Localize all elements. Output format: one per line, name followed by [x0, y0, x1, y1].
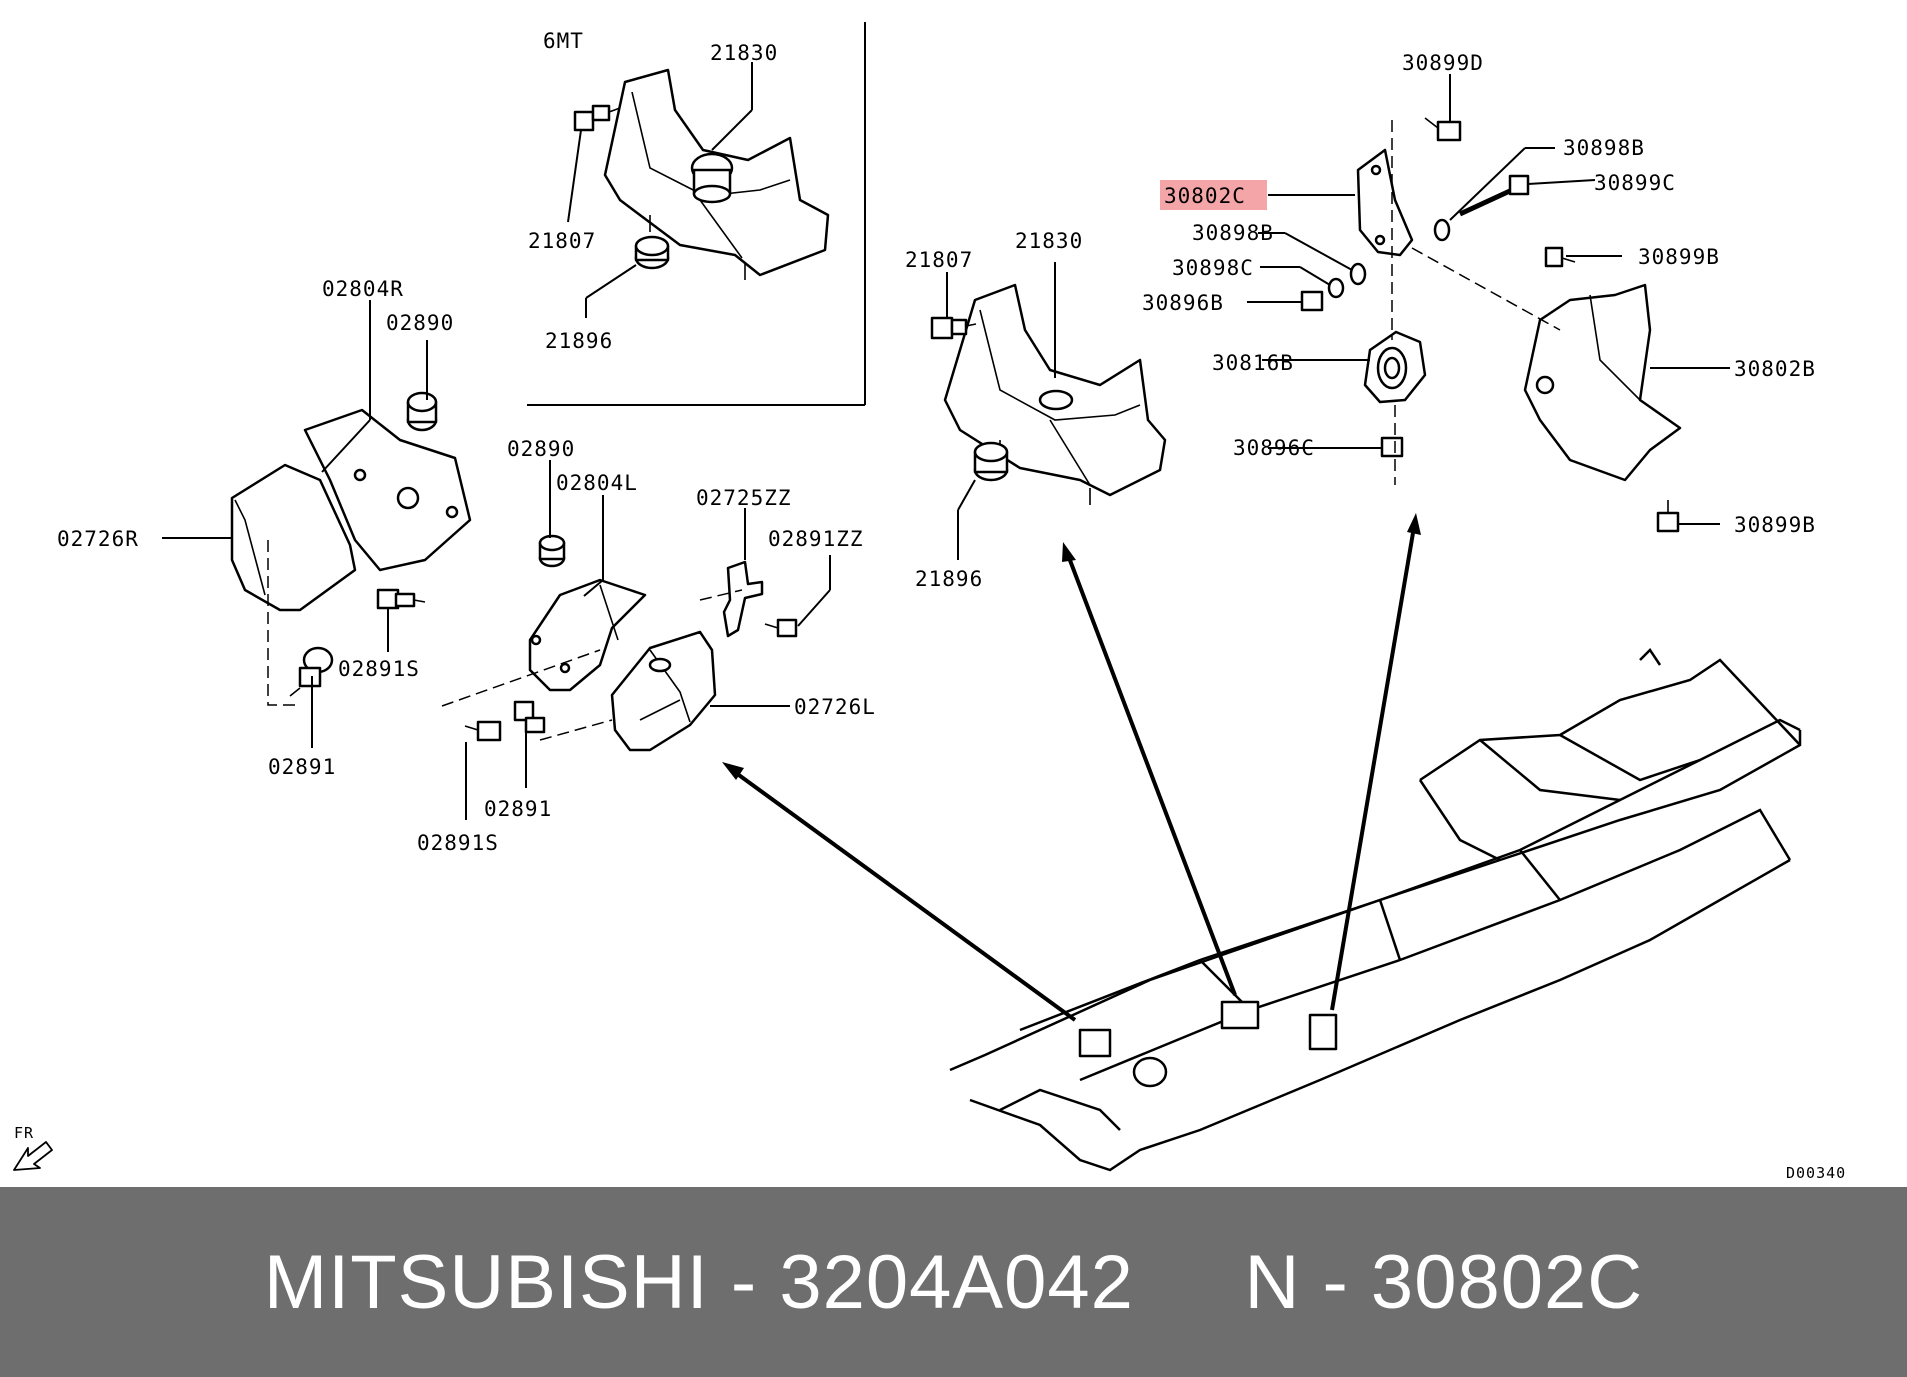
callout-21830-inset: 21830: [710, 41, 778, 65]
callout-02891S-right: 02891S: [338, 657, 420, 681]
bolt-30899B-upper: [1544, 246, 1576, 268]
callout-21807-inset: 21807: [528, 229, 596, 253]
callout-30896B: 30896B: [1142, 291, 1224, 315]
inset-6mt-box: [527, 22, 866, 406]
bolt-30899D: [1424, 117, 1462, 142]
inset-bolt-21807: [573, 104, 621, 132]
callout-30899B-upper: 30899B: [1638, 245, 1720, 269]
pointer-arrows: [722, 513, 1421, 1022]
callout-30899B-lower: 30899B: [1734, 513, 1816, 537]
callout-02891ZZ: 02891ZZ: [768, 527, 864, 551]
washer-30898B-upper: [1433, 218, 1451, 242]
callout-30816B: 30816B: [1212, 351, 1294, 375]
footer-brand: MITSUBISHI: [263, 1239, 709, 1325]
callout-02804L: 02804L: [556, 471, 638, 495]
callout-02804R: 02804R: [322, 277, 404, 301]
callout-21896-center: 21896: [915, 567, 983, 591]
footer-ref-number: 30802C: [1370, 1239, 1644, 1325]
callout-30802C: 30802C: [1164, 184, 1246, 208]
bolt-30899B-lower: [1656, 500, 1680, 533]
callout-02726R: 02726R: [57, 527, 139, 551]
callout-02890-right: 02890: [386, 311, 454, 335]
frame-mount-left: [1078, 1028, 1168, 1088]
callout-21807-center: 21807: [905, 248, 973, 272]
insulator-30816B: [1363, 330, 1427, 404]
highlight-30802C: [1160, 180, 1267, 210]
bolt-30899C: [1458, 174, 1530, 217]
nut-30896C: [1380, 436, 1404, 458]
callout-21896-inset: 21896: [545, 329, 613, 353]
washer-30898B: [1349, 262, 1367, 286]
footer-banner: MITSUBISHI - 3204A042 N - 30802C: [0, 1187, 1907, 1377]
nut-30896B: [1300, 290, 1324, 312]
callout-30899D: 30899D: [1402, 51, 1484, 75]
footer-separator-2: -: [1322, 1239, 1349, 1325]
callout-30898B: 30898B: [1192, 221, 1274, 245]
bolt-02891S-left: [464, 720, 502, 742]
engine-mount-left-bracket: [528, 578, 647, 692]
front-marker-label: FR: [14, 1124, 34, 1142]
callout-21830-center: 21830: [1015, 229, 1083, 253]
front-arrow-icon: [13, 1141, 53, 1171]
callout-30898C: 30898C: [1172, 256, 1254, 280]
callout-02891-left: 02891: [484, 797, 552, 821]
frame-mount-center: [1220, 1000, 1260, 1030]
nut-21896-center: [973, 441, 1009, 482]
inset-crossmember: [603, 68, 830, 280]
vehicle-frame: [949, 648, 1802, 1172]
crossmember-30802B: [1523, 283, 1682, 482]
exploded-parts-diagram: 6MT 21830 21807 21896: [13, 22, 1846, 1182]
callout-02890-left: 02890: [507, 437, 575, 461]
bracket-02725ZZ: [722, 560, 764, 638]
footer-separator-1: -: [730, 1239, 758, 1325]
callout-30899C: 30899C: [1594, 171, 1676, 195]
engine-mount-left-insulator: [610, 630, 717, 752]
bolt-02891-right: [289, 646, 334, 697]
engine-mount-right: [230, 408, 472, 612]
footer-ref-prefix: N: [1244, 1239, 1301, 1325]
callout-30898B-upper: 30898B: [1563, 136, 1645, 160]
footer-part-number: 3204A042: [779, 1239, 1134, 1325]
bracket-30802C: [1356, 148, 1414, 257]
callout-02726L: 02726L: [794, 695, 876, 719]
washer-30898C: [1327, 277, 1345, 299]
callout-02891S-left: 02891S: [417, 831, 499, 855]
callout-30802B: 30802B: [1734, 357, 1816, 381]
nut-02890-right: [406, 391, 438, 432]
inset-label: 6MT: [543, 29, 584, 53]
bolt-02891S-right: [376, 588, 426, 610]
callout-30896C: 30896C: [1233, 436, 1315, 460]
bolt-21807-center: [930, 316, 977, 340]
callout-02725ZZ: 02725ZZ: [696, 486, 792, 510]
callout-02891-right: 02891: [268, 755, 336, 779]
bolt-02891ZZ: [764, 618, 798, 638]
bolt-02891-left: [513, 700, 546, 734]
frame-mount-right: [1308, 1013, 1338, 1051]
inset-nut-21896: [634, 235, 670, 270]
drawing-code: D00340: [1786, 1164, 1846, 1182]
crossmember-21830: [943, 283, 1167, 505]
nut-02890-left: [538, 534, 566, 568]
